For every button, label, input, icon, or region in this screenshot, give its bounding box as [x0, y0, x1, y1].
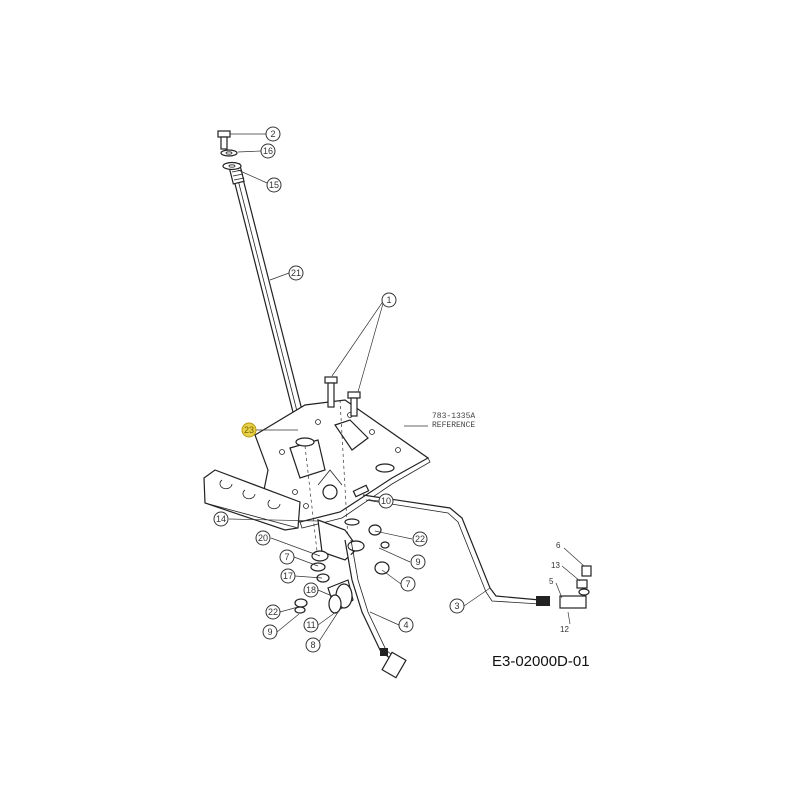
svg-text:15: 15	[269, 180, 279, 190]
svg-text:2: 2	[270, 129, 275, 139]
svg-text:18: 18	[306, 585, 316, 595]
label-13: 13	[551, 561, 560, 570]
callout-14: 14	[213, 511, 229, 527]
shoulder-bolts	[324, 376, 361, 417]
callout-1: 1	[381, 292, 397, 308]
callout-16: 16	[260, 143, 276, 159]
drag-link	[362, 494, 592, 609]
svg-text:12: 12	[560, 625, 569, 634]
svg-text:20: 20	[258, 533, 268, 543]
callout-7-right: 7	[400, 576, 416, 592]
svg-text:8: 8	[310, 640, 315, 650]
callout-4: 4	[398, 617, 414, 633]
callout-21: 21	[288, 265, 304, 281]
link-rod	[344, 539, 407, 679]
leader-lines	[228, 133, 585, 644]
svg-text:23: 23	[244, 425, 254, 435]
svg-text:6: 6	[556, 541, 561, 550]
svg-text:1: 1	[386, 295, 391, 305]
svg-text:13: 13	[551, 561, 560, 570]
reference-number: 783-1335A	[432, 412, 475, 421]
callout-3: 3	[449, 598, 465, 614]
svg-text:14: 14	[216, 514, 226, 524]
lock-washer	[220, 149, 238, 157]
svg-text:9: 9	[415, 557, 420, 567]
reference-label: REFERENCE	[432, 421, 475, 430]
callout-9-upper: 9	[410, 554, 426, 570]
svg-text:10: 10	[381, 496, 391, 506]
svg-text:7: 7	[405, 579, 410, 589]
svg-text:22: 22	[415, 534, 425, 544]
svg-text:9: 9	[267, 627, 272, 637]
flat-washer	[222, 161, 242, 171]
diagram-code: E3-02000D-01	[492, 653, 590, 670]
top-bolt	[217, 130, 231, 150]
svg-text:16: 16	[263, 146, 273, 156]
callout-22-lower: 22	[265, 604, 281, 620]
label-6: 6	[556, 541, 561, 550]
svg-text:17: 17	[283, 571, 293, 581]
callout-17: 17	[280, 568, 296, 584]
callout-18: 18	[303, 582, 319, 598]
callout-10: 10	[378, 493, 394, 509]
svg-text:3: 3	[454, 601, 459, 611]
svg-text:11: 11	[306, 620, 315, 630]
callout-15: 15	[266, 177, 282, 193]
callout-22-upper: 22	[412, 531, 428, 547]
sector-gear-assembly	[294, 518, 390, 614]
callout-20: 20	[255, 530, 271, 546]
callout-23-highlighted: 23	[241, 422, 257, 438]
svg-text:22: 22	[268, 607, 278, 617]
svg-text:4: 4	[403, 620, 408, 630]
callout-2: 2	[265, 126, 281, 142]
frame-rail	[203, 469, 301, 531]
svg-text:5: 5	[549, 577, 554, 586]
steering-shaft	[228, 163, 306, 446]
svg-text:21: 21	[291, 268, 301, 278]
label-5: 5	[549, 577, 554, 586]
callout-8: 8	[305, 637, 321, 653]
callout-7-left: 7	[279, 549, 295, 565]
label-12: 12	[560, 625, 569, 634]
callout-11: 11	[303, 617, 319, 633]
svg-text:7: 7	[284, 552, 289, 562]
callout-9-lower: 9	[262, 624, 278, 640]
